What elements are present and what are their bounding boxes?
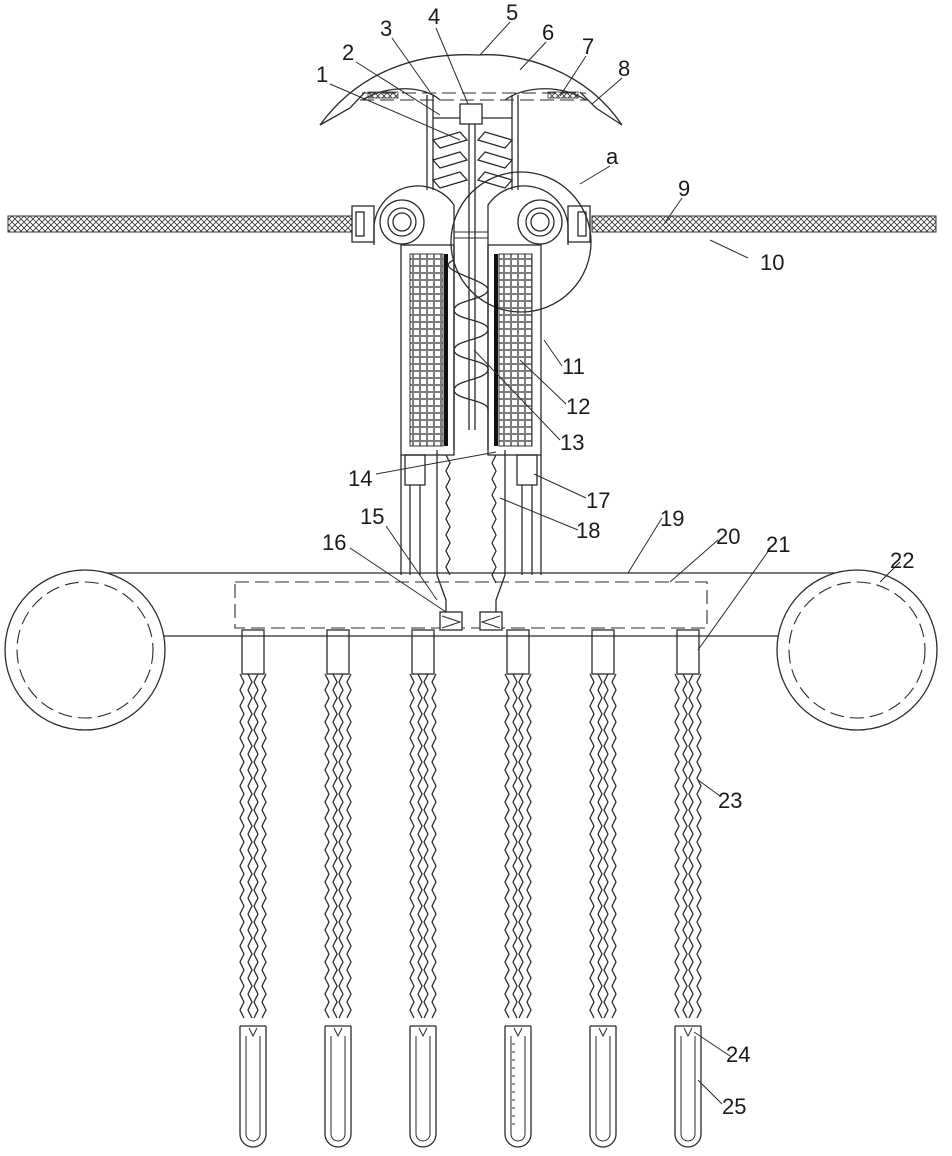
label-3: 3 [380,16,392,41]
probe [505,630,531,1147]
probe [325,630,351,1147]
leader-lines [330,22,900,1104]
reference-labels: 1 2 3 4 5 6 7 8 a 9 10 11 12 13 14 15 16… [316,0,914,1119]
label-10: 10 [760,250,784,275]
label-24: 24 [726,1042,750,1067]
label-7: 7 [582,34,594,59]
central-body [374,186,568,450]
probe-array [240,630,701,1147]
label-2: 2 [342,40,354,65]
probe [410,630,436,1147]
label-22: 22 [890,548,914,573]
label-18: 18 [576,518,600,543]
end-wheels [5,570,937,730]
crossbar [85,573,860,636]
label-9: 9 [678,176,690,201]
probe [590,630,616,1147]
label-14: 14 [348,466,372,491]
label-21: 21 [766,532,790,557]
label-5: 5 [506,0,518,25]
side-housings [401,245,541,455]
label-17: 17 [586,488,610,513]
label-4: 4 [428,4,440,29]
label-11: 11 [562,354,585,379]
label-6: 6 [542,20,554,45]
label-25: 25 [722,1094,746,1119]
label-15: 15 [360,504,384,529]
label-23: 23 [718,788,742,813]
side-arms [8,206,936,242]
label-20: 20 [716,524,740,549]
label-8: 8 [618,56,630,81]
label-13: 13 [560,430,584,455]
label-19: 19 [660,506,684,531]
lower-connectors [401,450,541,612]
label-1: 1 [316,62,328,87]
probe [675,630,701,1147]
label-a: a [606,144,619,169]
label-16: 16 [322,530,346,555]
probe [240,630,266,1147]
label-12: 12 [566,394,590,419]
